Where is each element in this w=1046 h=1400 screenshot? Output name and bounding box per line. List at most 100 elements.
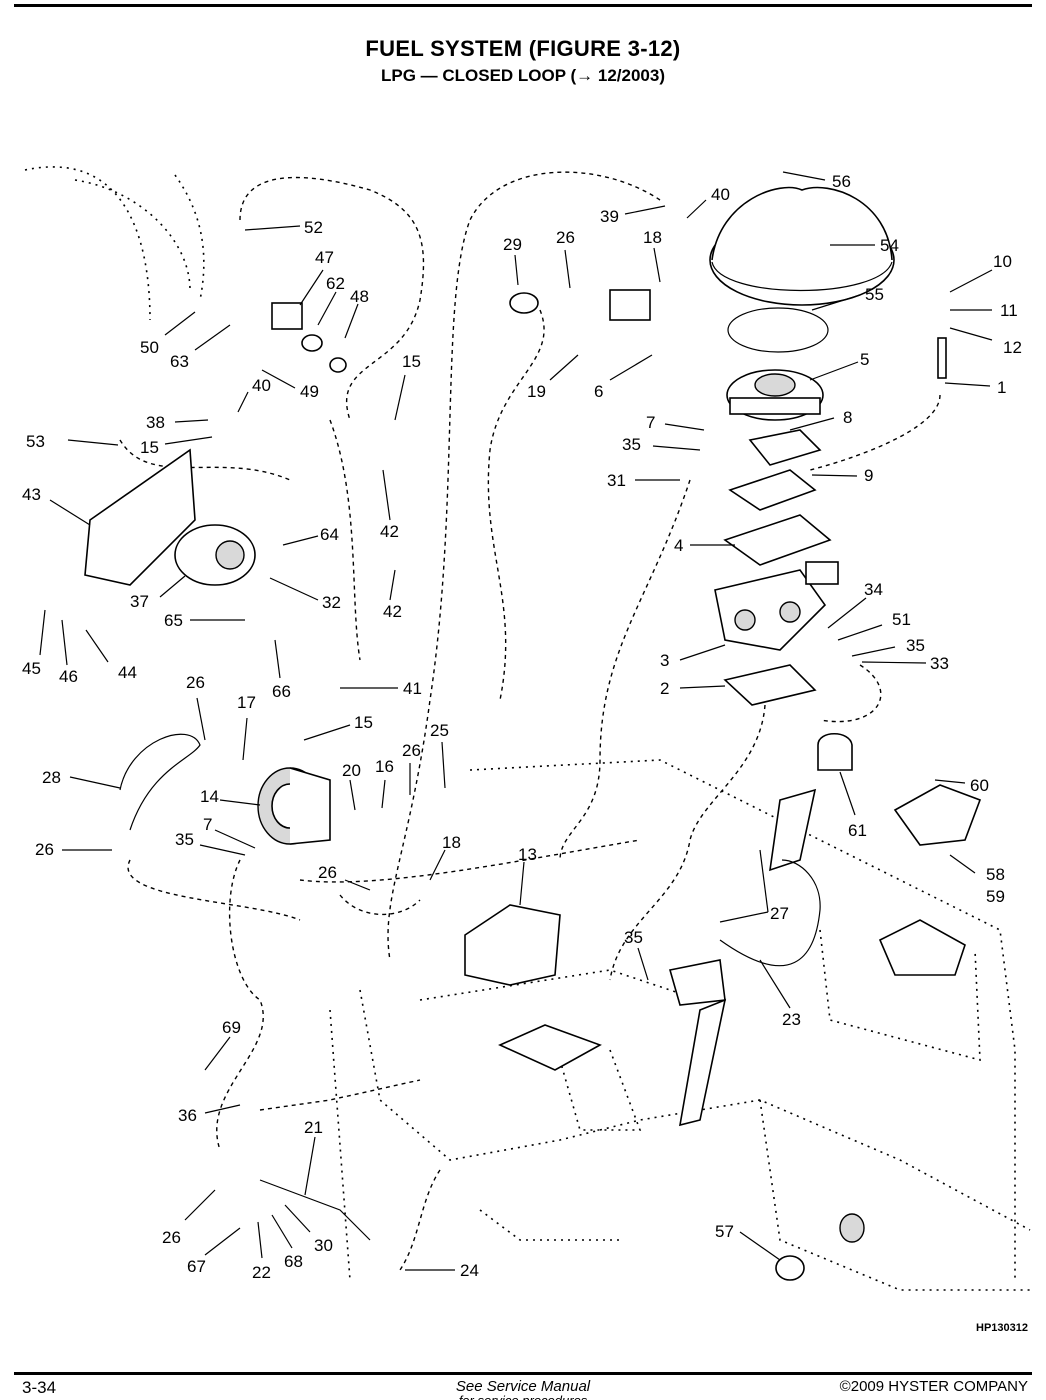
callout-65: 65 — [164, 611, 183, 630]
callout-25: 25 — [430, 721, 449, 740]
callout-7: 7 — [203, 815, 212, 834]
solenoid-bracket-icon — [668, 959, 726, 1006]
grommet-hole-icon — [839, 1213, 865, 1243]
nut-48-icon — [329, 357, 347, 373]
callout-67: 67 — [187, 1257, 206, 1276]
callout-54: 54 — [880, 236, 899, 255]
callout-59: 59 — [986, 887, 1005, 906]
callout-40: 40 — [252, 376, 271, 395]
mount-frame-icon — [878, 919, 966, 976]
callout-56: 56 — [832, 172, 851, 191]
leader-lines — [39, 171, 993, 1271]
callout-1: 1 — [997, 378, 1006, 397]
stud-1-icon — [937, 337, 947, 379]
callout-29: 29 — [503, 235, 522, 254]
spacer-9-icon — [728, 469, 817, 511]
callout-15: 15 — [140, 438, 159, 457]
sensor-61-icon — [817, 732, 853, 771]
callout-31: 31 — [607, 471, 626, 490]
hose-28-icon — [119, 733, 201, 831]
callout-36: 36 — [178, 1106, 197, 1125]
washer-62-icon — [301, 334, 323, 352]
callout-19: 19 — [527, 382, 546, 401]
callout-64: 64 — [320, 525, 339, 544]
callout-12: 12 — [1003, 338, 1022, 357]
callout-61: 61 — [848, 821, 867, 840]
copyright: ©2009 HYSTER COMPANY — [839, 1378, 1028, 1395]
callout-50: 50 — [140, 338, 159, 357]
page-title: FUEL SYSTEM (FIGURE 3-12) — [365, 36, 681, 61]
callout-17: 17 — [237, 693, 256, 712]
air-filter-seal-icon — [727, 307, 829, 353]
callout-27: 27 — [770, 904, 789, 923]
callout-38: 38 — [146, 413, 165, 432]
callout-57: 57 — [715, 1222, 734, 1241]
callout-15: 15 — [402, 352, 421, 371]
callout-34: 34 — [864, 580, 883, 599]
callout-68: 68 — [284, 1252, 303, 1271]
callout-44: 44 — [118, 663, 137, 682]
callout-41: 41 — [403, 679, 422, 698]
callout-26: 26 — [186, 673, 205, 692]
service-manual-note: See Service Manual — [455, 1378, 591, 1395]
callout-labels: 56 40 39 52 54 29 26 18 10 47 62 48 55 1… — [22, 172, 1022, 1282]
callout-48: 48 — [350, 287, 369, 306]
figure-code: HP130312 — [976, 1322, 1028, 1334]
callout-32: 32 — [322, 593, 341, 612]
lock-off-valve-icon — [174, 524, 256, 586]
callout-5: 5 — [860, 350, 869, 369]
frame-outline — [24, 166, 1031, 1291]
callout-45: 45 — [22, 659, 41, 678]
fitting-47-icon — [271, 302, 303, 330]
callout-28: 28 — [42, 768, 61, 787]
callout-21: 21 — [304, 1118, 323, 1137]
page-number: 3-34 — [22, 1378, 57, 1397]
callout-37: 37 — [130, 592, 149, 611]
air-filter-cover-icon — [709, 186, 895, 306]
bracket-arm-icon — [679, 998, 727, 1127]
callout-42: 42 — [380, 522, 399, 541]
callout-35: 35 — [906, 636, 925, 655]
callout-26: 26 — [35, 840, 54, 859]
callout-14: 14 — [200, 787, 219, 806]
callout-10: 10 — [993, 252, 1012, 271]
mixer-adapter-icon — [726, 369, 824, 421]
callout-7: 7 — [646, 413, 655, 432]
callout-35: 35 — [175, 830, 194, 849]
callout-2: 2 — [660, 679, 669, 698]
grommet-57-icon — [775, 1255, 805, 1281]
callout-18: 18 — [442, 833, 461, 852]
callout-18: 18 — [643, 228, 662, 247]
callout-35: 35 — [622, 435, 641, 454]
callout-46: 46 — [59, 667, 78, 686]
callout-3: 3 — [660, 651, 669, 670]
bottom-rule — [14, 1372, 1032, 1375]
gasket-4-icon — [723, 514, 832, 566]
service-manual-note-continued: for service procedures — [0, 1393, 1046, 1400]
callout-47: 47 — [315, 248, 334, 267]
callout-33: 33 — [930, 654, 949, 673]
callout-20: 20 — [342, 761, 361, 780]
callout-15: 15 — [354, 713, 373, 732]
callout-9: 9 — [864, 466, 873, 485]
elbow-hose-61-icon — [769, 788, 817, 872]
bracket-43-icon — [84, 448, 196, 586]
regulator-vaporizer-icon — [257, 767, 331, 845]
callout-62: 62 — [326, 274, 345, 293]
callout-60: 60 — [970, 776, 989, 795]
callout-52: 52 — [304, 218, 323, 237]
throttle-body-icon — [714, 561, 839, 651]
callout-8: 8 — [843, 408, 852, 427]
callout-4: 4 — [674, 536, 683, 555]
page-subtitle: LPG — CLOSED LOOP (→ 12/2003) — [380, 66, 666, 85]
callout-26: 26 — [318, 863, 337, 882]
cover-plate-icon — [893, 784, 982, 846]
hose-routing — [119, 171, 941, 1271]
callout-49: 49 — [300, 382, 319, 401]
callout-35: 35 — [624, 928, 643, 947]
callout-66: 66 — [272, 682, 291, 701]
callout-26: 26 — [402, 741, 421, 760]
callout-42: 42 — [383, 602, 402, 621]
callout-51: 51 — [892, 610, 911, 629]
